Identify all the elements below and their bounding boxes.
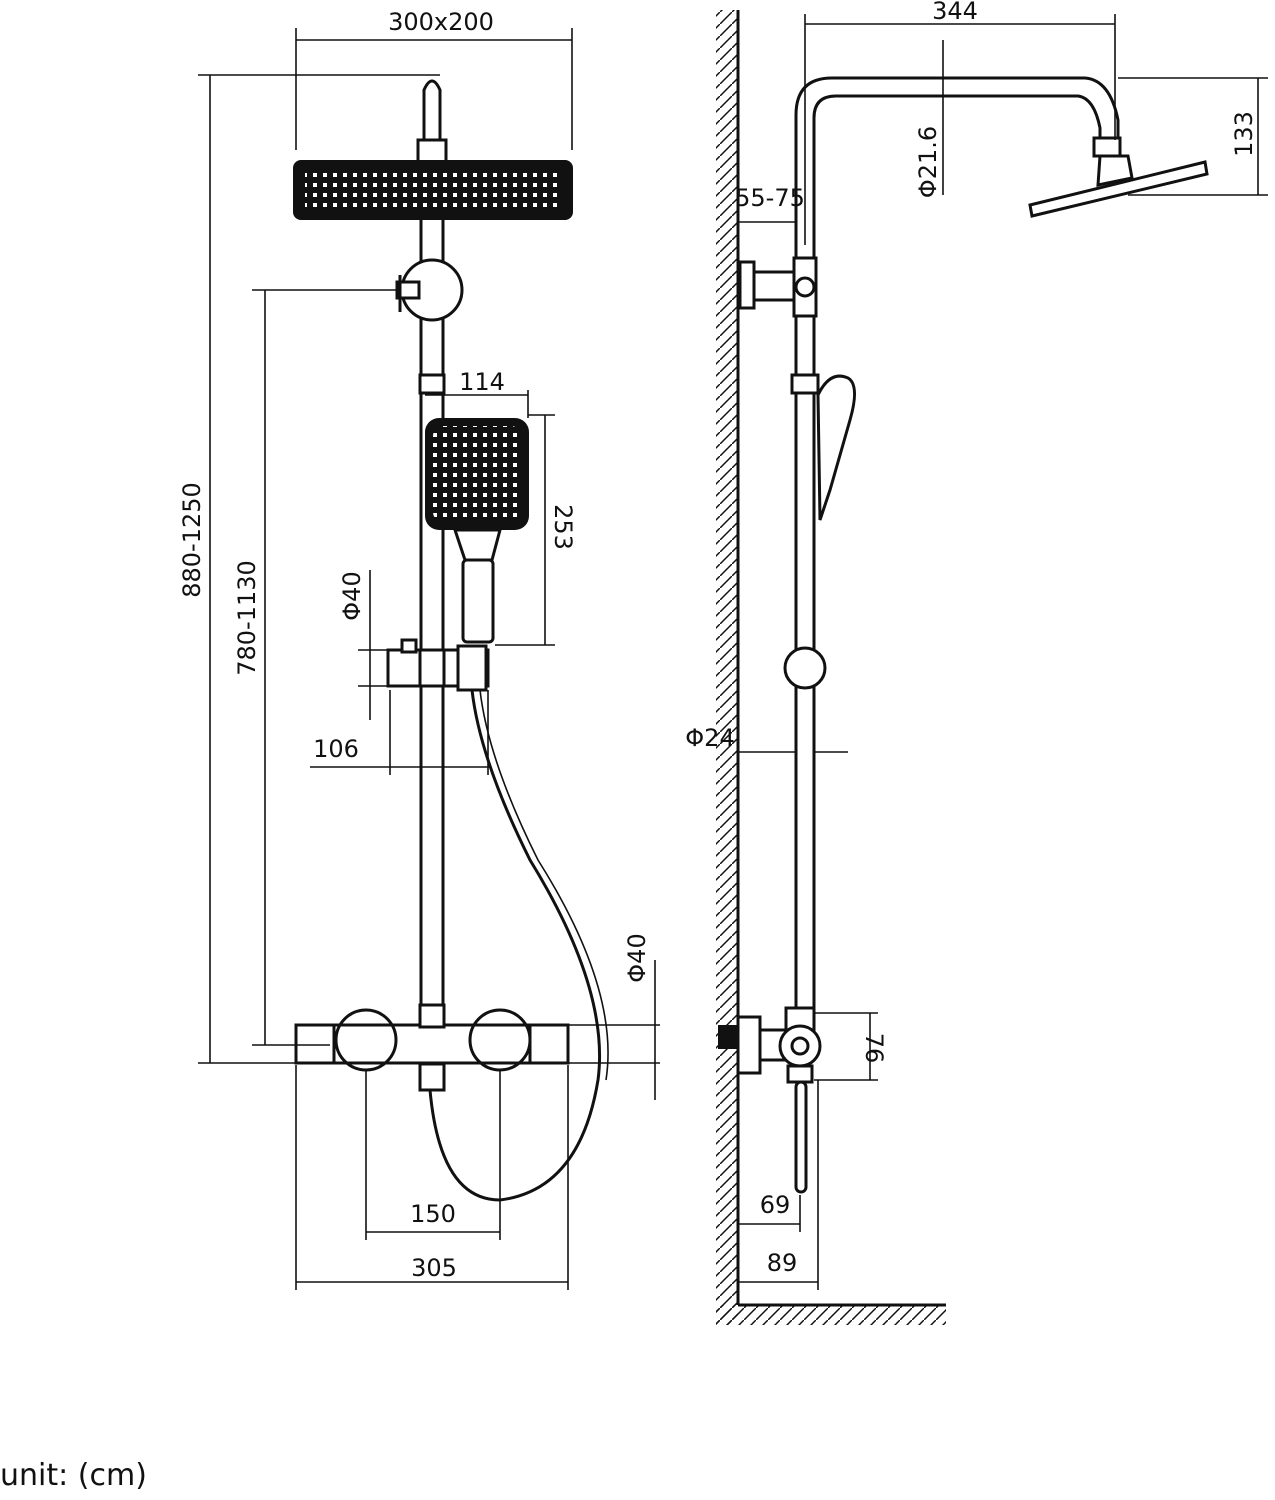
dim-hand-length: 253 <box>549 504 577 550</box>
front-rain-head <box>293 160 573 220</box>
dim-inlet-spacing: 150 <box>410 1200 456 1228</box>
side-rain-head <box>1028 136 1209 218</box>
front-head-connector <box>416 138 448 164</box>
front-thermostatic-valve <box>294 1003 570 1092</box>
dim-head-size: 300x200 <box>388 8 494 36</box>
front-view <box>198 28 660 1290</box>
front-dimension-lines <box>198 28 660 1290</box>
front-riser-pipe <box>419 79 445 1027</box>
side-view <box>716 10 1268 1325</box>
side-riser-arm <box>794 76 1120 1010</box>
dim-holder-diameter: Φ40 <box>338 571 366 620</box>
unit-label: unit: (cm) <box>0 1458 147 1493</box>
floor-hatch <box>716 1305 946 1325</box>
dim-valve-width: 305 <box>411 1254 457 1282</box>
dim-holder-offset: 106 <box>313 735 359 763</box>
dim-inlet-depth: 69 <box>760 1191 791 1219</box>
dim-hand-width: 114 <box>459 368 505 396</box>
dim-slider-height: 780-1130 <box>233 560 261 676</box>
front-hose <box>428 689 602 1202</box>
dim-pipe-diameter: Φ24 <box>685 724 734 752</box>
front-holder-bracket <box>386 638 490 692</box>
side-diverter <box>738 256 818 318</box>
dim-wall-gap: 55-75 <box>735 184 805 212</box>
dim-arm-diameter: Φ21.6 <box>914 126 942 198</box>
side-hand-shower <box>816 374 856 521</box>
front-hand-shower <box>425 418 529 644</box>
dim-valve-height: 76 <box>860 1033 888 1064</box>
dim-total-height: 880-1250 <box>178 482 206 598</box>
side-valve <box>718 1006 822 1194</box>
front-slider-ring <box>418 373 446 395</box>
dim-valve-diameter: Φ40 <box>623 933 651 982</box>
dim-arm-drop: 133 <box>1230 111 1258 157</box>
shower-system-diagram: 300x200 880-1250 780-1130 114 253 Φ40 10… <box>178 0 1268 1325</box>
wall-hatch <box>716 10 738 1325</box>
dim-arm-reach: 344 <box>932 0 978 25</box>
side-holder-knob <box>783 646 827 690</box>
dim-valve-depth: 89 <box>767 1249 798 1277</box>
front-diverter-knob <box>395 258 464 322</box>
side-dimension-lines <box>738 14 1268 1290</box>
